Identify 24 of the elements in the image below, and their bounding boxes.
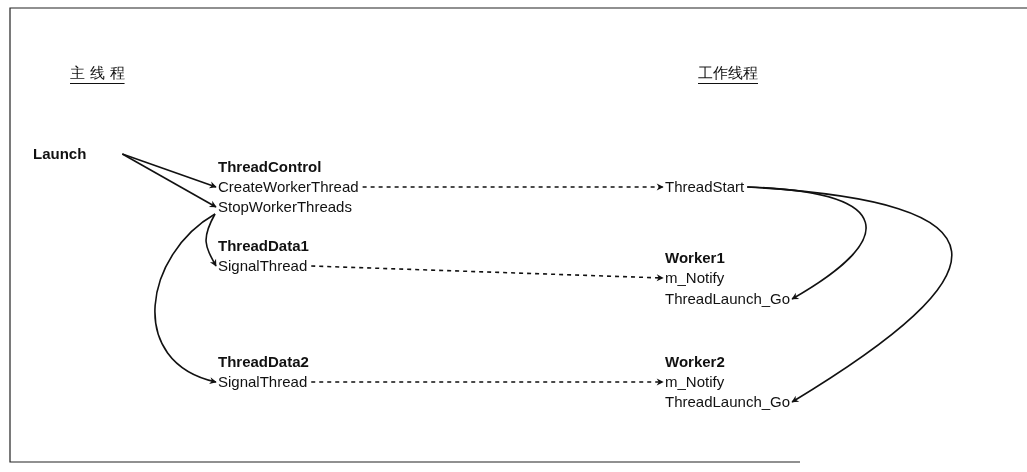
arrow [746, 186, 953, 403]
arrow [154, 213, 217, 384]
class-name: Worker2 [665, 353, 725, 371]
method-name: ThreadLaunch_Go [665, 393, 791, 411]
method-name: ThreadStart [665, 178, 745, 196]
dashed-arrow [310, 378, 664, 386]
dashed-arrow [361, 183, 664, 191]
method-name: ThreadLaunch_Go [665, 290, 791, 308]
arrow [121, 153, 217, 208]
arrow [205, 213, 217, 267]
member-name: m_Notify [665, 269, 725, 287]
class-name: ThreadControl [218, 158, 322, 176]
column-heading: 工作线程 [698, 64, 758, 82]
class-name: ThreadData1 [218, 237, 309, 255]
column-heading: 主 线 程 [70, 64, 125, 82]
class-name: Worker1 [665, 249, 725, 267]
member-name: m_Notify [665, 373, 725, 391]
class-name: ThreadData2 [218, 353, 309, 371]
method-name: CreateWorkerThread [218, 178, 359, 196]
method-name: SignalThread [218, 257, 308, 275]
method-name: StopWorkerThreads [218, 198, 352, 216]
method-name: SignalThread [218, 373, 308, 391]
dashed-arrow [310, 265, 664, 282]
function-name: Launch [33, 145, 87, 163]
